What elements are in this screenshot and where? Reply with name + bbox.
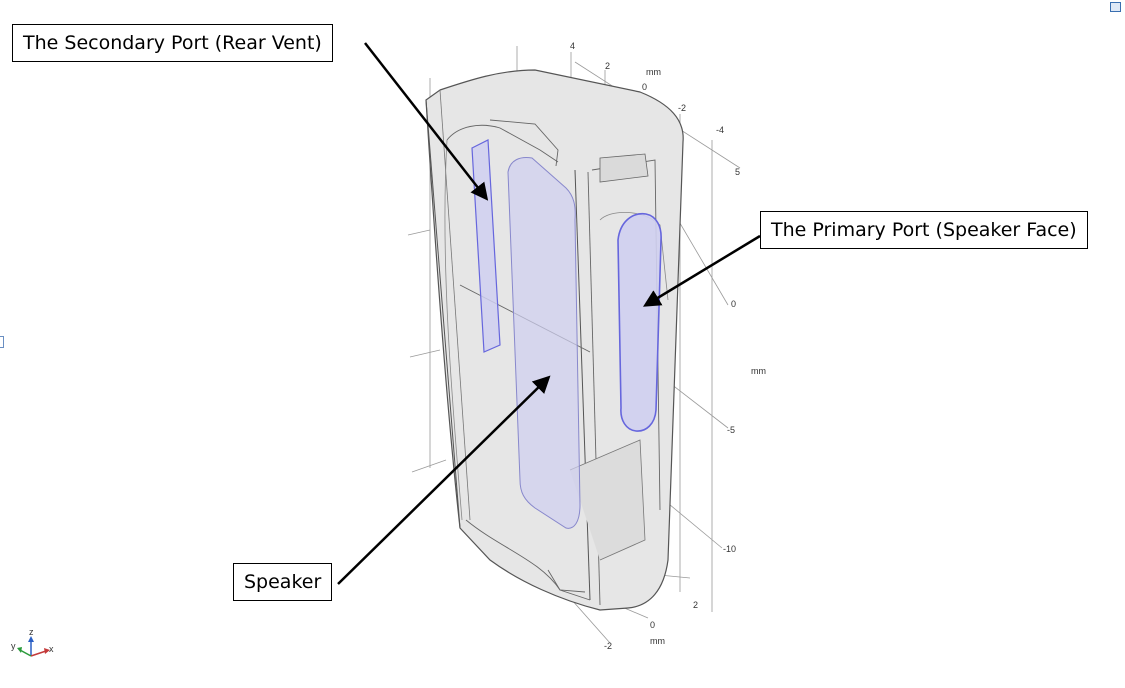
- primary-port-callout: The Primary Port (Speaker Face): [760, 211, 1088, 249]
- tick-label: 0: [731, 299, 736, 309]
- tick-label: -4: [716, 125, 724, 135]
- viewport-corner-icon[interactable]: [1110, 2, 1121, 12]
- tick-label: 5: [735, 167, 740, 177]
- axis-tick-labels: 4 2 mm 0 -2 -4 5 0 mm -5 -10 2 0 mm -2: [570, 41, 766, 651]
- tick-label: -2: [604, 641, 612, 651]
- secondary-port-arrow: [364, 42, 489, 201]
- tick-label: -5: [727, 425, 735, 435]
- axis-unit-label: mm: [646, 67, 661, 77]
- secondary-port-callout: The Secondary Port (Rear Vent): [12, 24, 333, 62]
- axis-unit-label: mm: [650, 636, 665, 646]
- triad-z-label: z: [29, 627, 34, 637]
- tick-label: 2: [693, 600, 698, 610]
- tick-label: -10: [723, 544, 736, 554]
- speaker-shape: [507, 157, 581, 529]
- axis-triad: z y x: [11, 627, 54, 657]
- triad-x-label: x: [49, 644, 54, 654]
- viewport-edge-marker: [0, 336, 4, 348]
- tick-label: 0: [650, 620, 655, 630]
- tick-label: 0: [642, 82, 647, 92]
- tick-label: -2: [678, 103, 686, 113]
- triad-y-label: y: [11, 641, 16, 651]
- primary-port-shape: [617, 213, 662, 432]
- speaker-callout: Speaker: [233, 563, 333, 601]
- tick-label: 4: [570, 41, 575, 51]
- axis-unit-label: mm: [751, 366, 766, 376]
- speaker-arrow: [337, 375, 551, 585]
- primary-port-arrow: [643, 234, 761, 307]
- tick-label: 2: [605, 61, 610, 71]
